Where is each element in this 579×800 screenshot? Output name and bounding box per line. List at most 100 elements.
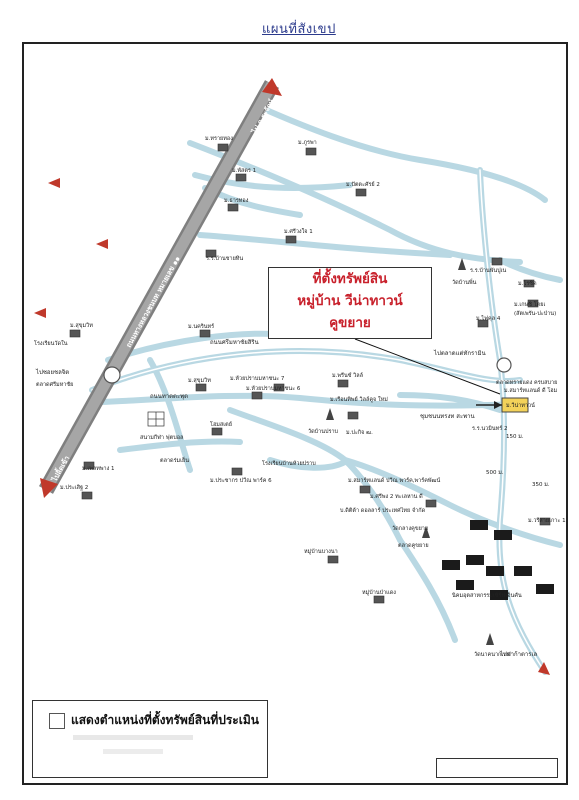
callout-line3: คูขยาย — [329, 315, 371, 331]
road-label-chumsaeng: ชุมชนนทรงท สะพาน — [420, 413, 475, 420]
arrow-west-3 — [34, 308, 46, 318]
house-icon — [285, 235, 297, 244]
place-label: ม.ห้วยปราบมหาชนะ 7 — [230, 375, 285, 382]
arrow-southeast — [538, 662, 550, 675]
place-label: ม.ประชากร ปวีณ พาร์ค 6 — [210, 477, 272, 484]
scale-box — [436, 758, 558, 778]
south-arrow-head — [40, 478, 58, 498]
house-icon — [69, 329, 81, 338]
factory-icon — [490, 590, 508, 600]
place-label: ม.เพลทพาง 1 — [82, 466, 115, 472]
house-icon — [251, 391, 263, 400]
temple-icon — [486, 633, 494, 645]
house-icon — [527, 299, 539, 308]
road-label-east: ไปตลาดแต่ทักรามิน — [433, 349, 486, 357]
north-arrow-head — [262, 78, 282, 96]
place-label: ม.ไฟคุล 4 — [476, 315, 501, 322]
place-labels: ม.ทรายทอง ม.ภูรพา ม.พัสตร 1 ม.ปัตตะศัรย์… — [34, 136, 566, 658]
place-label: ม.วรีสายเกาะ 1 — [528, 517, 566, 524]
roundabout-west — [103, 366, 121, 384]
house-icon — [355, 188, 367, 197]
house-icon — [195, 383, 207, 392]
house-icon — [373, 595, 385, 604]
place-label: ม.วีน่าทาวน์ — [506, 402, 535, 409]
distance-label: 500 ม. — [486, 470, 504, 476]
house-icon — [491, 257, 503, 266]
house-icon — [81, 491, 93, 500]
place-label: ม.ห้วยปราบมหาชนะ 6 — [246, 385, 301, 392]
place-label: ม.สุขุมวิท — [188, 377, 211, 384]
house-icon — [327, 555, 339, 564]
place-label: ม.สมาร์ทแลนด์ ปวีณ พาร์ค,พาร์คพัฒน์ — [348, 477, 440, 484]
place-label: ม.นครินทร์ — [188, 323, 214, 330]
factory-icon — [470, 520, 488, 530]
callout-pointer — [354, 338, 501, 395]
house-icon — [305, 147, 317, 156]
legend-faint-line — [73, 735, 193, 740]
place-label: นิคมอุตสาหกรรมเซิร์ฟเอ็นคัน — [451, 591, 521, 599]
house-icon — [477, 319, 489, 328]
house-icon — [523, 279, 535, 288]
house-icon — [199, 329, 211, 338]
arrow-west-2 — [96, 239, 108, 249]
road-label-srimahachai: ถนนศรีมหาชัยสิริน — [210, 338, 259, 346]
place-label: โรงเรียนวัดใน — [34, 339, 68, 347]
house-icon — [211, 427, 223, 436]
property-marker — [476, 397, 529, 413]
house-icon — [231, 467, 243, 476]
page-title: แผนที่สังเขป — [262, 22, 336, 37]
place-label: ม.สมาร์ทแลนด์ ดี โฮม — [504, 386, 558, 394]
legend-faint-line — [103, 749, 163, 754]
place-label: ร.ร.บ้านพันปูเน — [470, 267, 507, 274]
property-callout: ที่ตั้งทรัพย์สิน หมู่บ้าน วีน่าทาวน์ คูข… — [268, 267, 432, 339]
place-label: วัดบ้านปราบ — [308, 428, 339, 435]
map-frame — [22, 42, 568, 785]
callout-line2: หมู่บ้าน วีน่าทาวน์ — [297, 293, 403, 309]
factory-icons — [442, 520, 554, 600]
house-icon — [359, 485, 371, 494]
callout-line1: ที่ตั้งทรัพย์สิน — [312, 271, 388, 287]
factory-icon — [494, 530, 512, 540]
house-icon — [83, 461, 95, 470]
distance-label: 150 ม. — [506, 434, 524, 440]
place-label: ม.ประเสิฐ 2 — [60, 484, 88, 491]
factory-icon — [442, 560, 460, 570]
temple-icon — [458, 258, 466, 270]
place-label: ตลาดคูขยาย — [398, 543, 429, 549]
place-label: หมู่บ้านบางนา — [304, 548, 338, 555]
arrow-west-1 — [48, 178, 60, 188]
roundabout-east — [496, 357, 512, 373]
legend: แสดงตำแหน่งที่ตั้งทรัพย์สินที่ประเมิน — [32, 700, 268, 778]
place-label: ม.สุขุมวิท — [70, 322, 93, 329]
factory-icon — [456, 580, 474, 590]
road-network-minor — [89, 102, 563, 675]
road-label-highway-mid: ถนนทางหลวงชนบท หมายเลข ๑๑ — [125, 255, 182, 349]
road-label-to-ocean: ไปปาก้าตารเล — [499, 650, 538, 658]
place-label: วัดกลางคูขยาย — [392, 525, 428, 532]
place-label: ม.เรือนทิพย์ วิลล์คูจ ใหม่ — [330, 396, 388, 403]
place-label: ม.ศรีวงใจ 1 — [284, 228, 313, 235]
distance-labels: 150 ม. 350 ม. 500 ม. — [486, 434, 550, 488]
house-icon — [205, 249, 217, 258]
place-label: ม.ภูรพา — [298, 140, 317, 146]
house-icon — [425, 499, 437, 508]
place-label: ร.ร.บ้านชายทิน — [206, 255, 243, 262]
place-label: ม.ปัตตะศัรย์ 2 — [346, 181, 380, 188]
place-label: ม.ธารทอง — [224, 197, 249, 204]
place-label: ม.ทรายทอง — [205, 136, 233, 142]
legend-text: แสดงตำแหน่งที่ตั้งทรัพย์สินที่ประเมิน — [71, 713, 259, 727]
legend-swatch-icon — [49, 713, 65, 729]
house-icon — [235, 173, 247, 182]
temple-icon — [326, 408, 334, 420]
house-icons — [69, 143, 551, 604]
distance-label: 350 ม. — [532, 482, 550, 488]
place-label: สนามกีฬา ฟุตบอล — [140, 434, 183, 441]
factory-icon — [466, 555, 484, 565]
house-icon — [227, 203, 239, 212]
place-label: ตลาดร่มเย็น — [160, 456, 189, 464]
house-icon — [217, 143, 229, 152]
place-label: ม.เกษซิ โตยเ — [514, 300, 545, 308]
place-label: วัดบ้านพี่น — [452, 278, 477, 286]
place-label: โรงเรียนบ้านห้วยปราบ — [262, 459, 316, 467]
